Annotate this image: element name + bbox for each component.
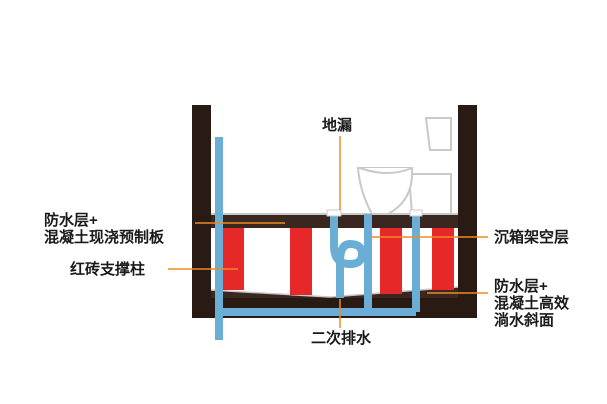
label-slope-line2: 混凝土高效 [494,295,570,312]
brick-columns [222,228,454,295]
brick-column [380,228,402,294]
brick-column [290,228,312,295]
label-secondary-drain: 二次排水 [311,330,372,347]
label-brick-support: 红砖支撑柱 [70,261,146,278]
leader-lines [168,136,488,328]
drain-pipes [215,137,420,340]
label-slab-line1: 防水层+ [44,212,98,229]
label-sunken-box: 沉箱架空层 [494,229,570,246]
brick-column [222,228,244,290]
label-slope-line3: 淌水斜面 [494,312,555,329]
sloped-drainage-layer [211,287,458,298]
toilet-icon [356,117,452,215]
label-slab-line2: 混凝土现浇预制板 [44,229,165,246]
label-slope-line1: 防水层+ [494,278,548,295]
brick-column [432,228,454,290]
floor-drain-trap [330,216,367,298]
left-wall [192,105,211,318]
right-wall [458,105,477,318]
toilet-drain-cap [409,209,423,217]
floor-drain-icon [326,209,342,217]
label-floor-drain: 地漏 [322,117,353,134]
